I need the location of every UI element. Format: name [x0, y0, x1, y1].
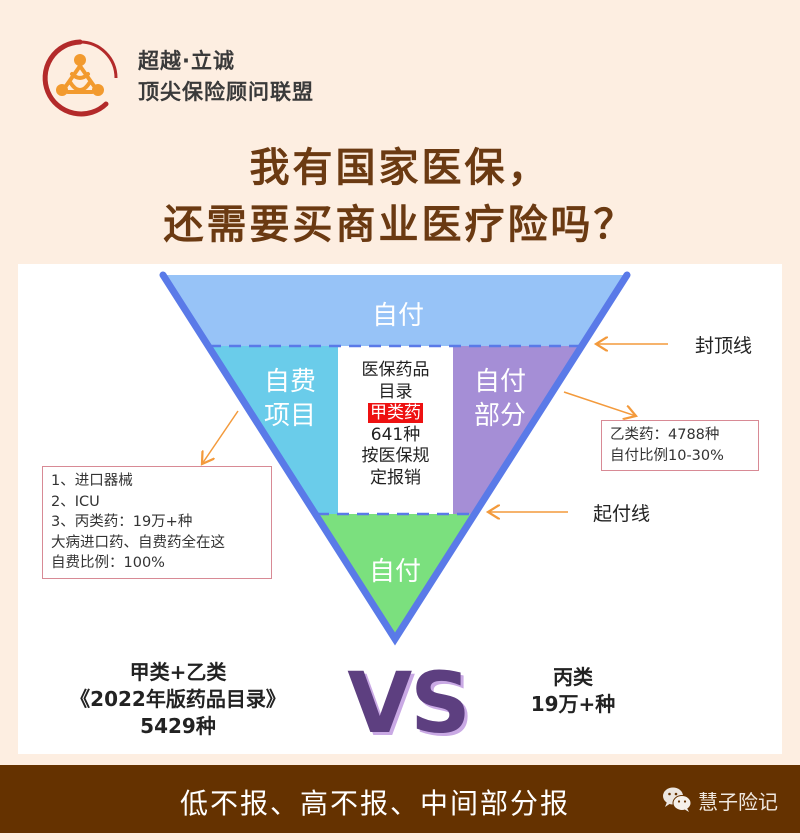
wechat-icon: [663, 787, 692, 812]
account-name: 慧子险记: [698, 790, 778, 814]
left-note-box: 1、进口器械 2、ICU 3、丙类药：19万+种 大病进口药、自费药全在这 自费…: [42, 466, 272, 579]
funnel-border: [159, 271, 631, 646]
banner-slogan: 低不报、高不报、中间部分报: [180, 787, 571, 820]
left-note-arrow: [202, 410, 239, 464]
uncovered-drugs-summary: 丙类 19万+种: [530, 665, 616, 716]
right-note-box: 乙类药：4788种 自付比例10-30%: [601, 420, 759, 471]
right-note-arrow: [563, 391, 636, 416]
bottom-segment-label: 自付: [368, 557, 421, 587]
top-segment-fill: [163, 275, 627, 346]
alliance-logo-icon: [42, 39, 118, 117]
right-segment-label: 自付 部分: [473, 367, 526, 431]
top-segment-label: 自付: [371, 301, 424, 331]
center-segment-fill: [338, 346, 453, 514]
header: 超越·立诚 顶尖保险顾问联盟: [0, 0, 800, 130]
left-segment-label: 自费 项目: [263, 367, 316, 431]
deductible-line-label: 起付线: [593, 503, 651, 525]
page-title-line1: 我有国家医保，: [249, 145, 551, 191]
class-a-drug-badge: 甲类药: [368, 403, 423, 423]
covered-drugs-summary: 甲类+乙类 《2022年版药品目录》 5429种: [70, 660, 286, 738]
bottom-segment-fill: [317, 514, 473, 639]
brand-name: 超越·立诚: [138, 49, 235, 73]
page-title-line2: 还需要买商业医疗险吗？: [163, 202, 637, 248]
brand-subtitle: 顶尖保险顾问联盟: [138, 80, 314, 104]
left-segment-fill: [209, 346, 338, 514]
right-segment-fill: [453, 346, 581, 514]
cap-line-label: 封顶线: [695, 335, 753, 357]
funnel-diagram: [159, 271, 668, 646]
vs-label: VS: [347, 654, 471, 752]
footer-banner: 低不报、高不报、中间部分报 慧子险记: [0, 765, 800, 833]
center-segment-text: 医保药品 目录 甲类药 641种 按医保规 定报销: [361, 360, 430, 488]
diagram-panel: 自付 自费 项目 自付 部分 自付 医保药品 目录 甲类药 641种 按医保规 …: [18, 264, 782, 754]
